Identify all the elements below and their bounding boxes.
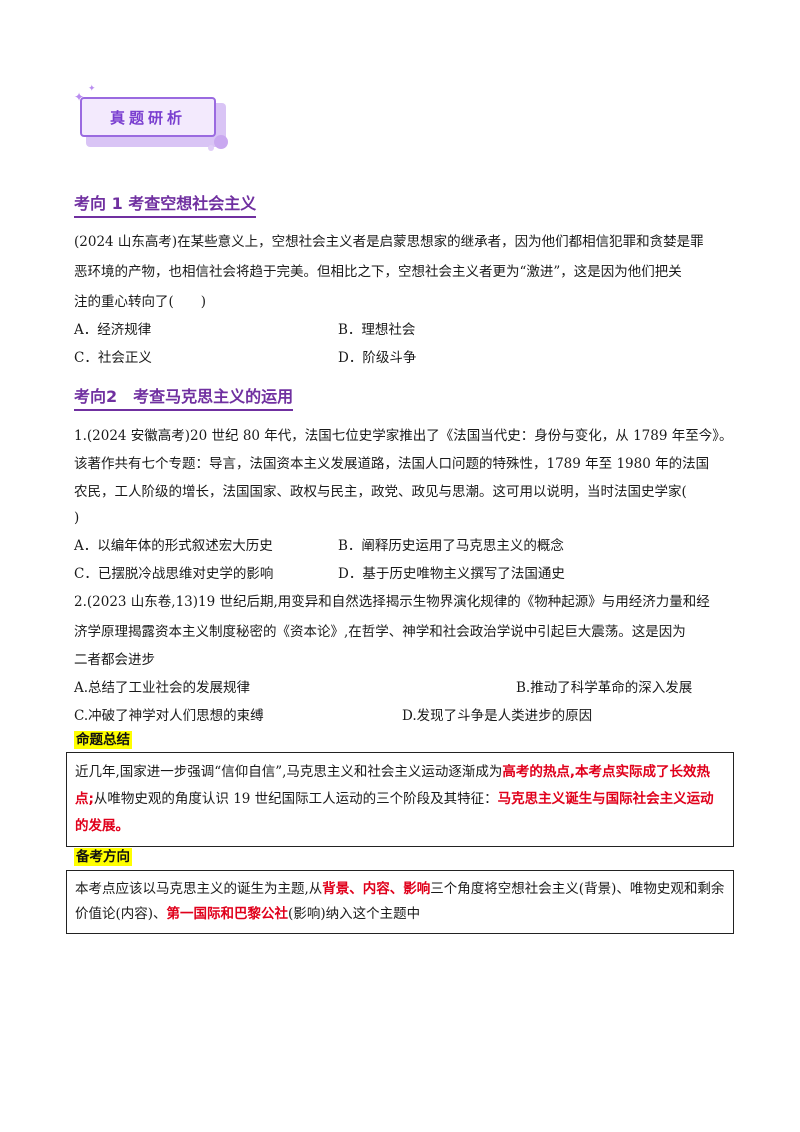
option-d: D．基于历史唯物主义撰写了法国通史 (338, 566, 565, 582)
question-line: 二者都会进步 (74, 652, 155, 668)
direction-tag: 备考方向 (74, 848, 132, 866)
direction-highlight: 背景、内容、影响 (322, 881, 431, 897)
decor-dot (208, 145, 214, 151)
direction-text: 三个角度将空想社会主义(背景)、唯物史观和剩余价值论(内容)、 (75, 881, 725, 922)
option-b: B.推动了科学革命的深入发展 (516, 680, 693, 696)
summary-text: 从唯物史观的角度认识 19 世纪国际工人运动的三个阶段及其特征： (93, 791, 498, 807)
question-line: 农民，工人阶级的增长，法国国家、政权与民主，政党、政见与思潮。这可用以说明，当时… (74, 484, 687, 500)
option-d: D．阶级斗争 (338, 350, 417, 366)
direction-box: 本考点应该以马克思主义的诞生为主题,从背景、内容、影响三个角度将空想社会主义(背… (66, 870, 734, 934)
question-line: 该著作共有七个专题：导言，法国资本主义发展道路，法国人口问题的特殊性，1789 … (74, 456, 710, 472)
question-line: 1.(2024 安徽高考)20 世纪 80 年代，法国七位史学家推出了《法国当代… (74, 428, 733, 444)
section-heading-text: 考向2 考查马克思主义的运用 (74, 387, 294, 406)
option-c: C.冲破了神学对人们思想的束缚 (74, 708, 264, 724)
option-b: B．阐释历史运用了马克思主义的概念 (338, 538, 564, 554)
direction-text: 本考点应该以马克思主义的诞生为主题,从 (75, 881, 323, 897)
question-line: 恶环境的产物，也相信社会将趋于完美。但相比之下，空想社会主义者更为“激进”，这是… (74, 264, 682, 280)
question-line: 注的重心转向了( ) (74, 294, 207, 310)
banner-title: 真题研析 (109, 108, 186, 127)
sparkle-icon: ✦ (74, 90, 85, 104)
section-heading-text: 考向 1 考查空想社会主义 (74, 194, 257, 213)
summary-tag: 命题总结 (74, 731, 132, 749)
section-banner: 真题研析 ✦ ✦ (74, 84, 232, 153)
summary-box: 近几年,国家进一步强调“信仰自信”,马克思主义和社会主义运动逐渐成为高考的热点,… (66, 752, 734, 847)
banner-frame: 真题研析 (80, 97, 216, 137)
question-line: ) (74, 510, 80, 526)
section-heading-2: 考向2 考查马克思主义的运用 (74, 383, 294, 411)
option-c: C．已摆脱冷战思维对史学的影响 (74, 566, 274, 582)
option-d: D.发现了斗争是人类进步的原因 (402, 708, 593, 724)
option-a: A.总结了工业社会的发展规律 (74, 680, 251, 696)
summary-text: 近几年,国家进一步强调“信仰自信”,马克思主义和社会主义运动逐渐成为 (75, 764, 503, 780)
option-c: C．社会正义 (74, 350, 152, 366)
option-a: A．经济规律 (74, 322, 152, 338)
section-heading-1: 考向 1 考查空想社会主义 (74, 190, 257, 218)
question-line: 济学原理揭露资本主义制度秘密的《资本论》,在哲学、神学和社会政治学说中引起巨大震… (74, 624, 686, 640)
summary-highlight: 高考的热点,本考点实际成了长效热点; (75, 764, 711, 807)
heading-underline (74, 216, 257, 218)
question-line: 2.(2023 山东卷,13)19 世纪后期,用变异和自然选择揭示生物界演化规律… (74, 594, 710, 610)
direction-highlight: 第一国际和巴黎公社 (166, 906, 289, 922)
sparkle-icon: ✦ (88, 84, 96, 94)
heading-underline (74, 409, 294, 411)
option-a: A．以编年体的形式叙述宏大历史 (74, 538, 273, 554)
decor-dot (214, 135, 228, 149)
option-b: B．理想社会 (338, 322, 416, 338)
direction-text: (影响)纳入这个主题中 (288, 906, 421, 922)
question-line: (2024 山东高考)在某些意义上，空想社会主义者是启蒙思想家的继承者，因为他们… (74, 234, 704, 250)
summary-highlight: 马克思主义诞生与国际社会主义运动的发展。 (75, 791, 714, 834)
